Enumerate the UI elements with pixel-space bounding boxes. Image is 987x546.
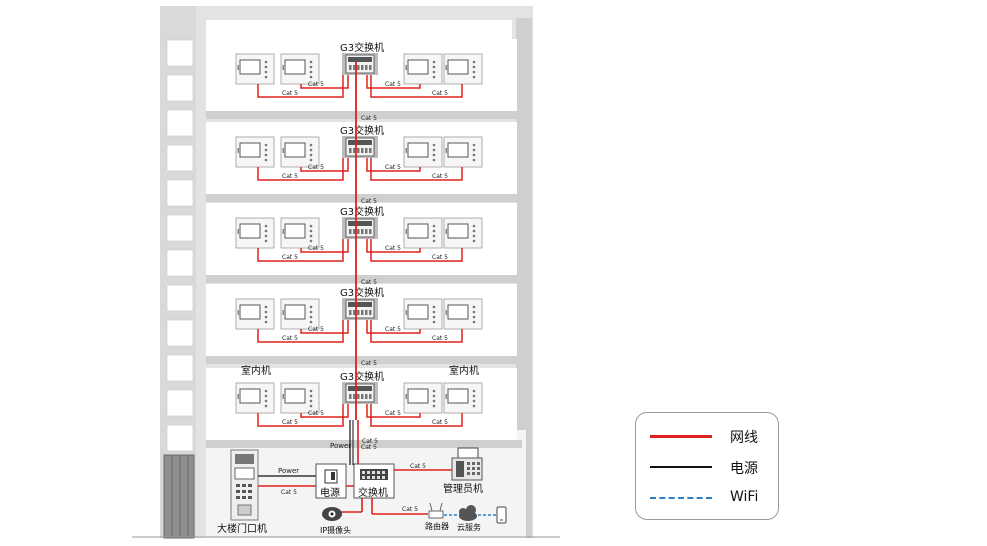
legend-label-wifi: WiFi [730, 489, 759, 505]
indoor-monitor [280, 382, 320, 414]
indoor-monitor [235, 217, 275, 249]
ip-camera [322, 507, 342, 521]
cable-label: Cat 5 [432, 90, 448, 97]
ground-floor: Power Cat 5 大楼门口机 Power Cat 5 [217, 420, 507, 535]
indoor-monitor [403, 136, 443, 168]
door-station-label: 大楼门口机 [217, 522, 267, 535]
router-label: 路由器 [425, 521, 449, 531]
cable-label: Cat 5 [385, 81, 401, 88]
cable-label: Cat 5 [308, 164, 324, 171]
floor-switch [342, 53, 378, 75]
floor-switch [342, 217, 378, 239]
cable-label: Cat 5 [308, 81, 324, 88]
cable-label: Cat 5 [432, 419, 448, 426]
indoor-unit-label-left: 室内机 [241, 364, 271, 377]
floor-5: Cat 5 Cat 5 Cat 5 Cat 5 G3交换机 Cat 5 [206, 39, 522, 122]
door-cat-label: Cat 5 [281, 489, 297, 496]
indoor-monitor [403, 217, 443, 249]
indoor-monitor [443, 298, 483, 330]
ground-power-riser-label: Power [330, 442, 351, 450]
switch-label: G3交换机 [340, 41, 384, 54]
ground-cat-riser-label: Cat 5 [362, 438, 378, 445]
manager-station [451, 447, 483, 481]
legend-swatch-power [650, 466, 712, 468]
indoor-monitor [280, 217, 320, 249]
indoor-monitor [403, 382, 443, 414]
riser-cable-label: Cat 5 [361, 444, 377, 451]
riser-cable [352, 62, 357, 465]
main-switch-label: 交换机 [358, 486, 388, 499]
cable-label: Cat 5 [282, 335, 298, 342]
indoor-monitor [280, 136, 320, 168]
indoor-monitor [443, 53, 483, 85]
floor-switch [342, 136, 378, 158]
cable-label: Cat 5 [308, 326, 324, 333]
cable-label: Cat 5 [385, 245, 401, 252]
power-supply-label: 电源 [320, 486, 340, 499]
switch-label: G3交换机 [340, 286, 384, 299]
indoor-monitor [443, 217, 483, 249]
floor-4: Cat 5 Cat 5 Cat 5 Cat 5 G3交换机 Cat 5 [206, 122, 522, 205]
cable-label: Cat 5 [385, 164, 401, 171]
floor-2: Cat 5 Cat 5 Cat 5 Cat 5 G3交换机 Cat 5 [206, 284, 522, 367]
cable-label: Cat 5 [282, 90, 298, 97]
indoor-monitor [235, 298, 275, 330]
building-windows [166, 39, 194, 452]
riser-cable-label: Cat 5 [361, 360, 377, 367]
indoor-monitor [235, 382, 275, 414]
indoor-monitor [235, 53, 275, 85]
cable-label: Cat 5 [308, 410, 324, 417]
cable-label: Cat 5 [385, 326, 401, 333]
cable-label: Cat 5 [282, 173, 298, 180]
indoor-monitor [403, 298, 443, 330]
switch-label: G3交换机 [340, 370, 384, 383]
cable-label: Cat 5 [432, 254, 448, 261]
legend-item-wifi: WiFi [636, 488, 780, 508]
legend-swatch-wifi [650, 497, 712, 499]
router-cat-label: Cat 5 [402, 506, 418, 513]
legend-label-power: 电源 [730, 461, 758, 477]
legend-swatch-network [650, 435, 712, 438]
floor-switch [342, 298, 378, 320]
cloud-service-label: 云服务 [457, 522, 481, 532]
legend: 网线 电源 WiFi [635, 412, 779, 520]
cloud-icon [459, 505, 477, 521]
legend-item-network: 网线 [636, 426, 780, 446]
indoor-unit-label-right: 室内机 [449, 364, 479, 377]
legend-item-power: 电源 [636, 457, 780, 477]
switch-label: G3交换机 [340, 205, 384, 218]
indoor-monitor [235, 136, 275, 168]
indoor-monitor [280, 53, 320, 85]
router [428, 502, 444, 519]
cable-label: Cat 5 [385, 410, 401, 417]
manager-cat-label: Cat 5 [410, 463, 426, 470]
indoor-monitor [280, 298, 320, 330]
floor-3: Cat 5 Cat 5 Cat 5 Cat 5 G3交换机 Cat 5 [206, 203, 522, 286]
legend-label-network: 网线 [730, 430, 758, 446]
cable-label: Cat 5 [282, 419, 298, 426]
ip-camera-label: IP摄像头 [320, 525, 351, 535]
floor-switch [342, 382, 378, 404]
manager-station-label: 管理员机 [443, 482, 483, 495]
cable-label: Cat 5 [282, 254, 298, 261]
door-station [230, 449, 259, 521]
door-power-label: Power [278, 467, 299, 475]
indoor-monitor [443, 136, 483, 168]
indoor-monitor [443, 382, 483, 414]
switch-label: G3交换机 [340, 124, 384, 137]
cable-label: Cat 5 [308, 245, 324, 252]
cable-label: Cat 5 [432, 173, 448, 180]
riser-cable-label: Cat 5 [361, 115, 377, 122]
cable-label: Cat 5 [432, 335, 448, 342]
phone-icon [496, 506, 507, 524]
riser-cable-label: Cat 5 [361, 279, 377, 286]
indoor-monitor [403, 53, 443, 85]
riser-cable-label: Cat 5 [361, 198, 377, 205]
